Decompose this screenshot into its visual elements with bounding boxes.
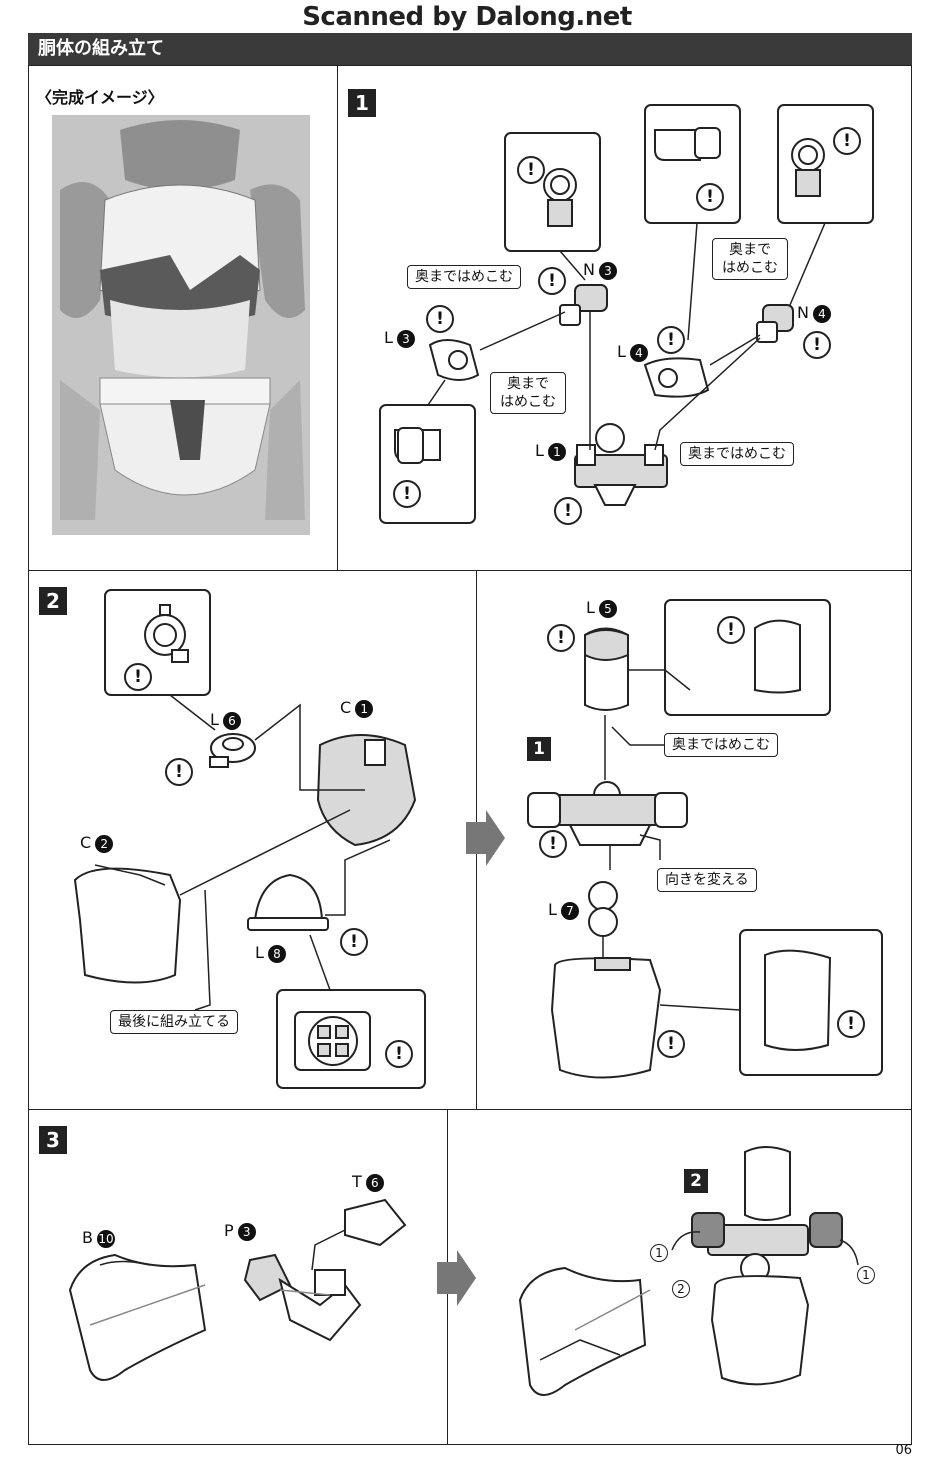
tag-push-in-a: 奥まではめこむ [407,265,521,289]
preview-caption: 〈完成イメージ〉 [36,88,164,107]
page-number: 06 [895,1443,912,1458]
watermark: Scanned by Dalong.net [302,2,632,32]
step-1-badge: 1 [348,89,376,117]
warning-icon: ! [547,624,575,652]
warning-icon: ! [539,830,567,858]
warning-icon: ! [340,928,368,956]
top-divider [337,65,338,571]
warning-icon: ! [657,326,685,354]
warning-icon: ! [657,1030,685,1058]
warning-icon: ! [833,127,861,155]
step3-right-art [518,1146,859,1396]
warning-icon: ! [803,331,831,359]
order-marker-1-right: 1 [857,1266,875,1284]
tag-push-in-l5: 奥まではめこむ [664,733,778,757]
preview-figure [52,115,310,535]
warning-icon: ! [717,616,745,644]
order-marker-1-left: 1 [650,1244,668,1262]
warning-icon: ! [837,1010,865,1038]
tag-push-in-d: 奥まではめこむ [680,442,794,466]
warning-icon: ! [393,480,421,508]
order-marker-2: 2 [672,1280,690,1298]
tag-push-in-c: 奥まで はめこむ [712,238,788,280]
step-3-badge: 3 [39,1126,67,1154]
tag-push-in-b: 奥まで はめこむ [490,372,566,414]
tag-assemble-last: 最後に組み立てる [110,1010,238,1034]
ref-step-1-badge: 1 [527,737,551,761]
section-title: 胴体の組み立て [28,33,912,65]
step3-left-art [68,1198,476,1381]
warning-icon: ! [165,758,193,786]
step3-frame [28,1109,912,1445]
warning-icon: ! [696,183,724,211]
warning-icon: ! [426,305,454,333]
warning-icon: ! [517,156,545,184]
tag-change-direction: 向きを変える [657,868,757,892]
warning-icon: ! [538,267,566,295]
step2-right-art [527,599,883,1079]
warning-icon: ! [124,663,152,691]
warning-icon: ! [385,1040,413,1068]
ref-step-2-badge: 2 [684,1169,708,1193]
warning-icon: ! [554,497,582,525]
step-2-badge: 2 [39,587,67,615]
